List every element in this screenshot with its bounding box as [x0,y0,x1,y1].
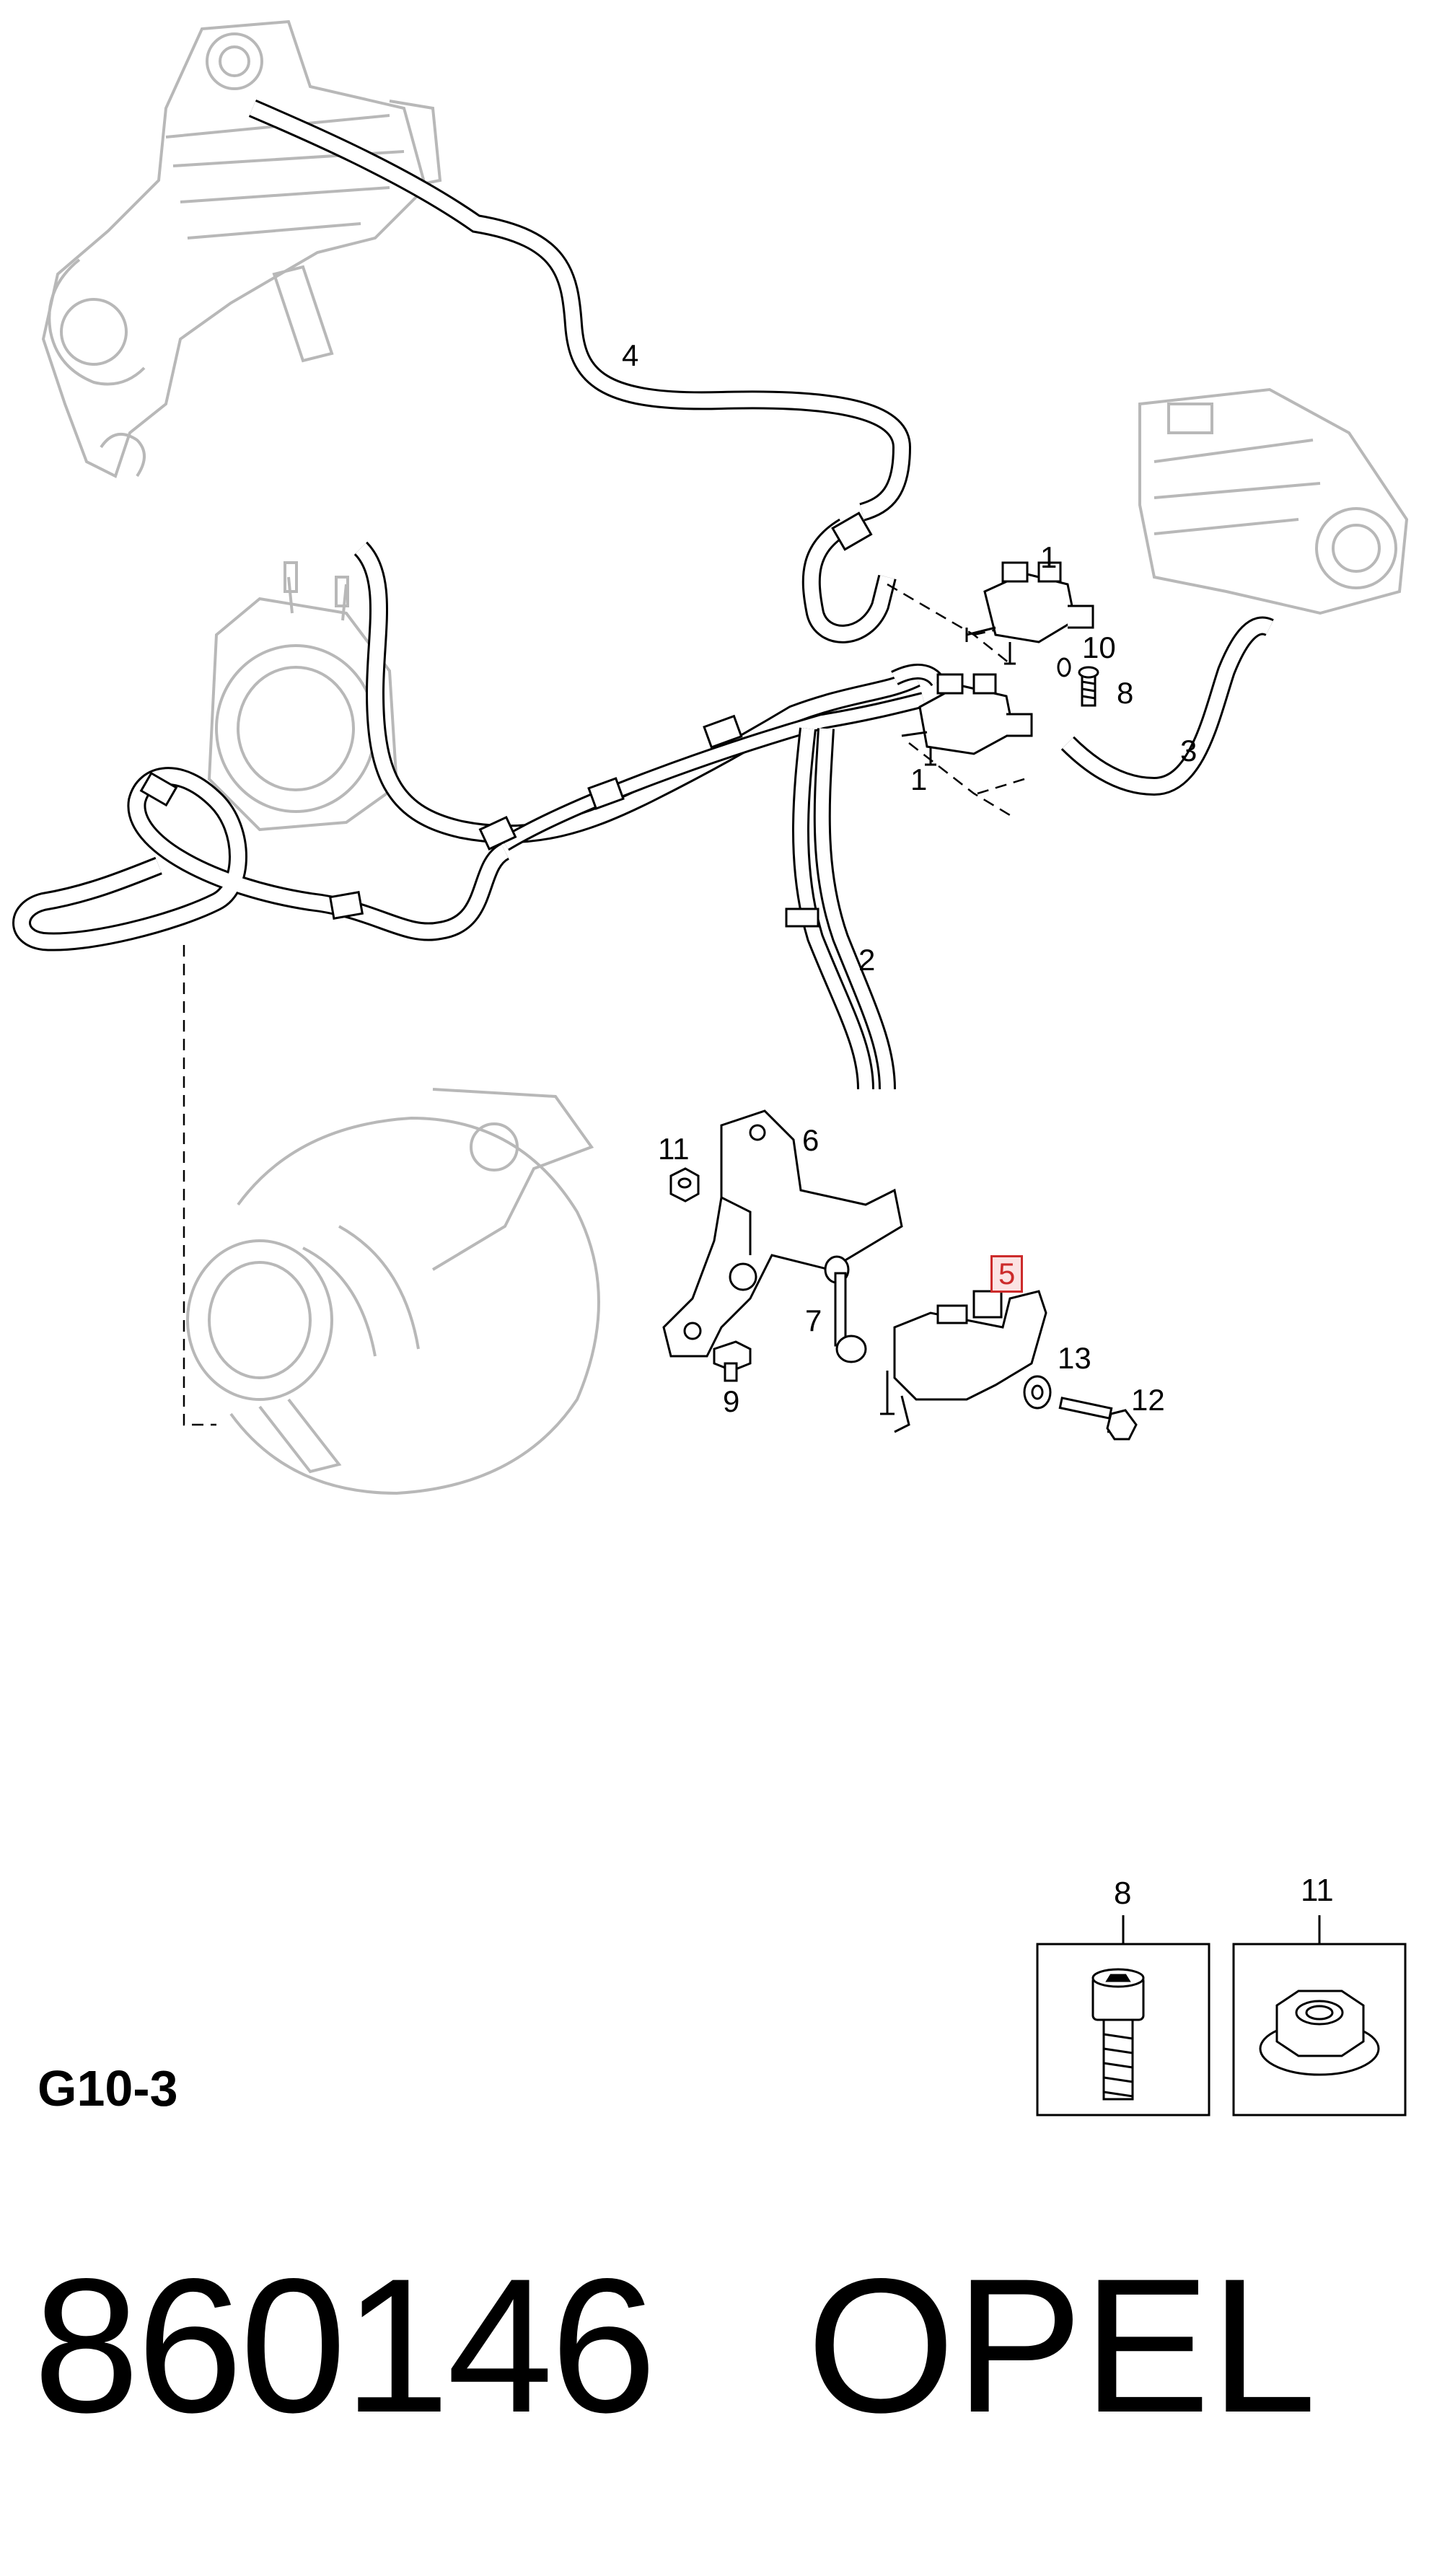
bolt-9 [713,1340,752,1382]
socket-cap-bolt-icon [1091,1968,1145,2101]
solenoid-valve-1-upper [965,561,1094,665]
nut-11 [669,1167,700,1203]
inset-box-11 [1232,1915,1407,2116]
callout-8[interactable]: 8 [1117,676,1134,710]
inset-box-8 [1036,1915,1210,2116]
part-number: 860146 [33,2239,656,2453]
callout-3[interactable]: 3 [1180,734,1198,768]
hose-left-loop [12,767,511,951]
callout-5-highlighted[interactable]: 5 [990,1255,1024,1293]
hose-4 [248,100,912,643]
diagram-code: G10-3 [38,2060,178,2116]
flange-nut-icon [1259,1990,1380,2076]
callout-12[interactable]: 12 [1131,1383,1165,1417]
washer-13 [1023,1375,1052,1410]
washer-10 [1057,657,1071,677]
callout-7[interactable]: 7 [805,1304,822,1337]
callout-13[interactable]: 13 [1058,1341,1091,1375]
inset-label-8: 8 [1114,1876,1132,1911]
brand-name: OPEL [807,2239,1317,2453]
spacer-7 [824,1255,867,1363]
callout-6[interactable]: 6 [802,1123,819,1157]
turbocharger-ghost [186,1088,600,1495]
inset-label-11: 11 [1301,1873,1334,1908]
throttle-ghost [1138,387,1409,615]
hose-3 [1060,616,1274,796]
callout-2[interactable]: 2 [858,943,876,977]
callout-11[interactable]: 11 [658,1132,690,1166]
solenoid-valve-1-lower [901,673,1033,766]
bracket-6 [662,1109,903,1358]
hose-clips [139,511,873,928]
callout-4[interactable]: 4 [622,338,639,372]
hose-2-harness [353,541,945,1090]
callout-9[interactable]: 9 [723,1384,740,1418]
bolt-8 [1078,666,1099,707]
callout-1-upper[interactable]: 1 [1040,540,1058,574]
bolt-12 [1058,1397,1138,1441]
egr-cooler-ghost [41,19,442,478]
callout-10[interactable]: 10 [1082,630,1116,664]
solenoid-valve-5 [880,1290,1047,1433]
callout-1-lower[interactable]: 1 [910,762,928,796]
